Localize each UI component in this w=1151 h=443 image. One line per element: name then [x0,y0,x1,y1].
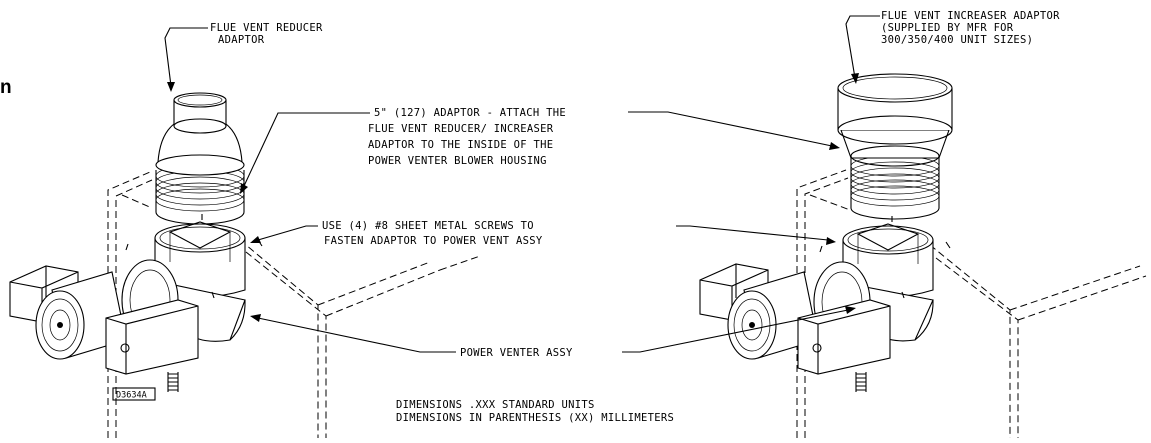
screws-label-line-1: USE (4) #8 SHEET METAL SCREWS TO [322,220,534,232]
left-power-venter-assembly [9,214,263,392]
callout-labels: FLUE VENT REDUCER ADAPTOR FLUE VENT INCR… [210,10,1060,424]
increaser-label-line-2: (SUPPLIED BY MFR FOR [881,22,1014,34]
screws-label-line-2: FASTEN ADAPTOR TO POWER VENT ASSY [324,235,543,247]
dimensions-note-line-2: DIMENSIONS IN PARENTHESIS (XX) MILLIMETE… [396,412,674,424]
flue-vent-reducer-adaptor [155,92,245,225]
power-venter-label: POWER VENTER ASSY [460,347,573,359]
reducer-label-line-2: ADAPTOR [218,34,265,46]
flue-vent-increaser-adaptor [837,73,953,220]
reducer-label-line-1: FLUE VENT REDUCER [210,22,323,34]
adaptor5-label-line-4: POWER VENTER BLOWER HOUSING [368,155,547,167]
dimensions-note-line-1: DIMENSIONS .XXX STANDARD UNITS [396,399,595,411]
drawing-id-text: D3634A [116,391,147,401]
drawing-id-tag: D3634A [112,387,156,401]
right-assembly [699,73,1147,438]
adaptor5-label-line-2: FLUE VENT REDUCER/ INCREASER [368,123,554,135]
adaptor5-label-line-1: 5" (127) ADAPTOR - ATTACH THE [374,107,566,119]
left-assembly: D3634A [9,92,481,438]
leader-lines [164,15,880,353]
increaser-label-line-3: 300/350/400 UNIT SIZES) [881,34,1033,46]
increaser-label-line-1: FLUE VENT INCREASER ADAPTOR [881,10,1060,22]
edge-text-fragment: n [0,77,12,98]
right-power-venter-assembly [699,216,951,392]
adaptor5-label-line-3: ADAPTOR TO THE INSIDE OF THE [368,139,553,151]
